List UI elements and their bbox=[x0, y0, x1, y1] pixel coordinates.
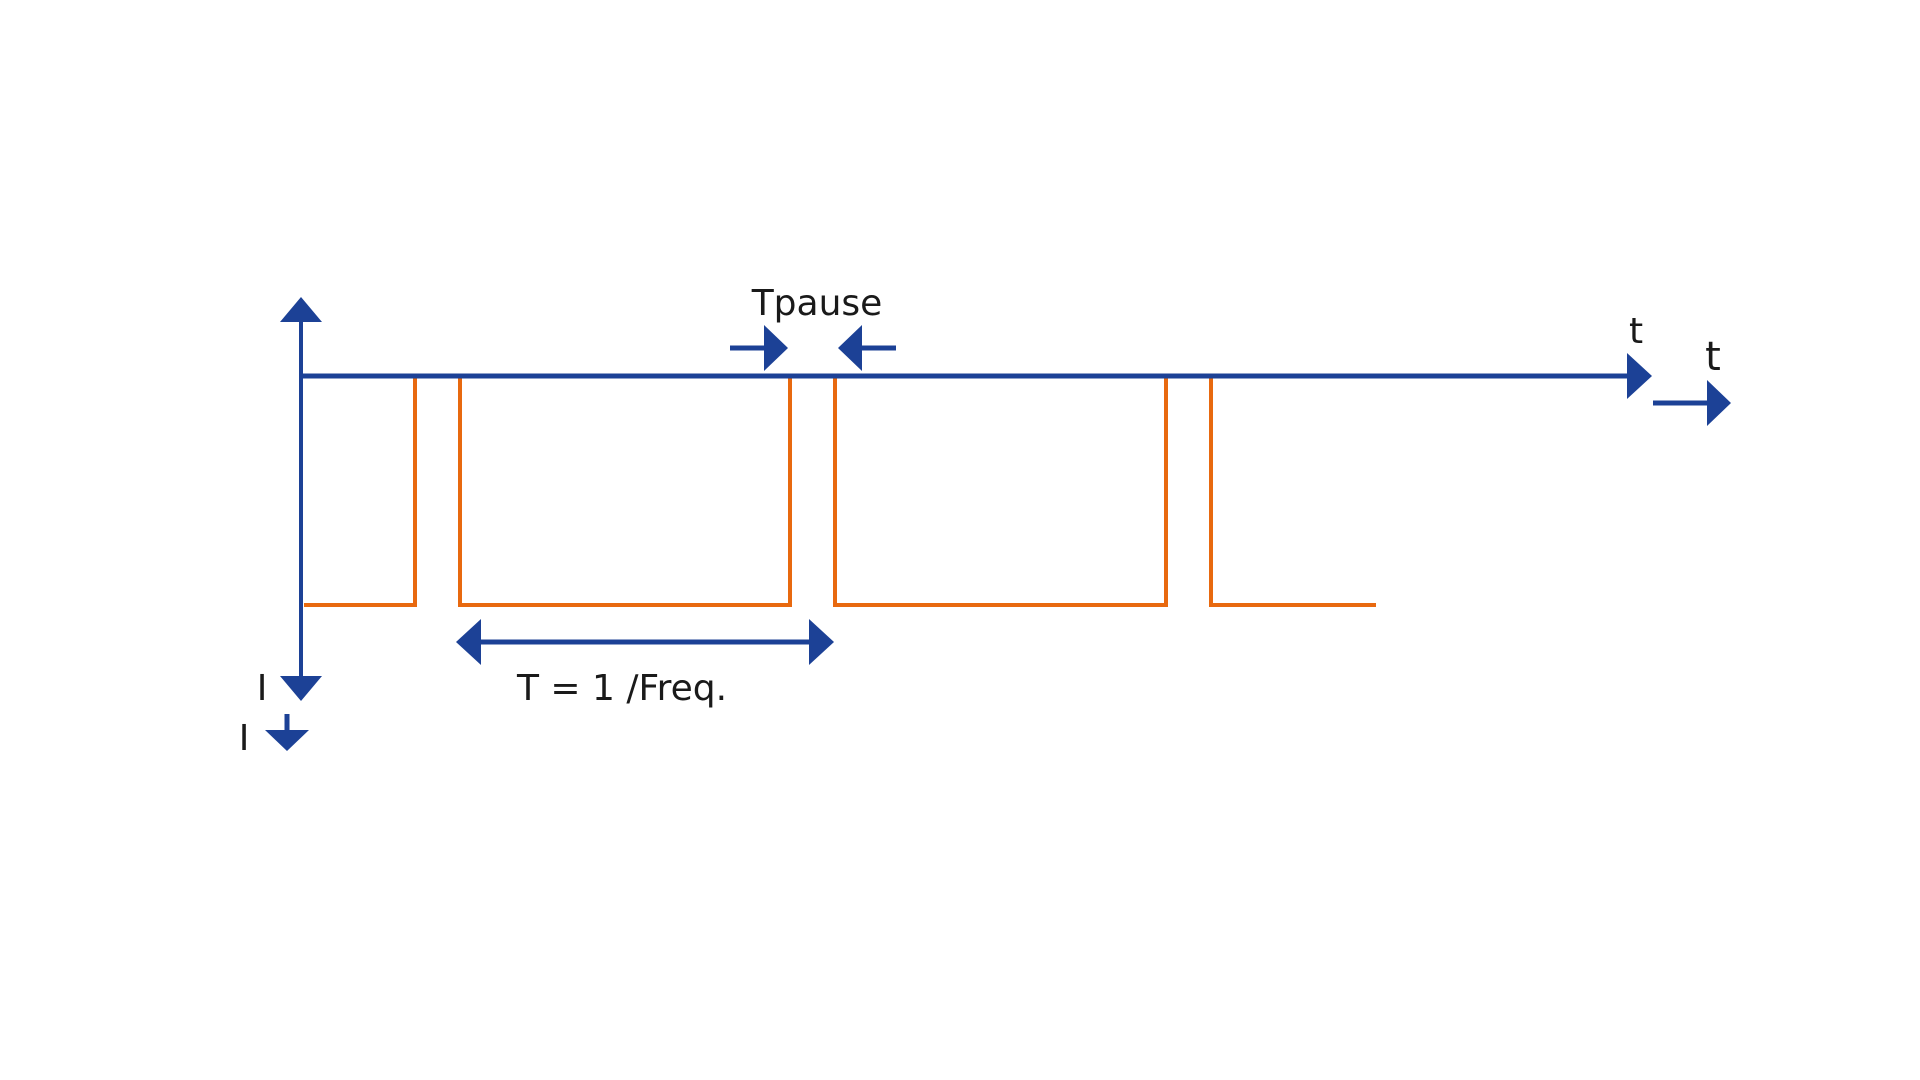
current-axis-label-duplicate: I bbox=[239, 718, 250, 759]
current-legend-arrow-icon bbox=[265, 730, 309, 751]
period-left-arrow-icon bbox=[456, 619, 481, 665]
time-axis-label: t bbox=[1629, 311, 1643, 352]
pause-right-arrow-icon bbox=[764, 325, 788, 371]
period-label: T = 1 /Freq. bbox=[516, 668, 727, 709]
time-axis-label-duplicate: t bbox=[1705, 334, 1721, 380]
time-axis-arrow-icon bbox=[1627, 353, 1652, 399]
current-axis-label: I bbox=[257, 668, 268, 709]
time-legend-arrow-icon bbox=[1707, 380, 1731, 426]
pause-left-arrow-icon bbox=[838, 325, 862, 371]
pause-label: Tpause bbox=[751, 283, 883, 324]
pulse-signal-line bbox=[304, 374, 1376, 607]
period-right-arrow-icon bbox=[809, 619, 834, 665]
axis-down-arrow-icon bbox=[280, 676, 322, 701]
axis-up-arrow-icon bbox=[280, 297, 322, 322]
